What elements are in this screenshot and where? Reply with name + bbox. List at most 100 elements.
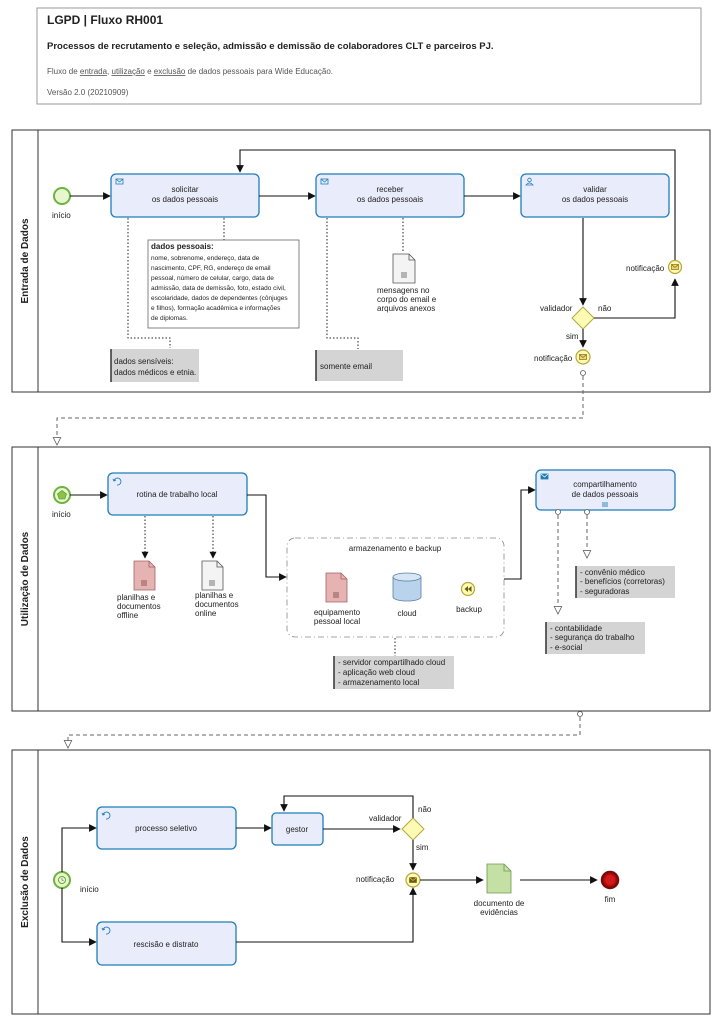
notification-event-bottom: notificação: [534, 349, 591, 365]
envelope-icon: [579, 354, 587, 360]
svg-text:escolaridade, dados de depende: escolaridade, dados de dependentes (cônj…: [151, 295, 288, 302]
svg-text:arquivos anexos: arquivos anexos: [377, 304, 435, 313]
pool-utilizacao: Utilização de Dados início rotina de tra…: [11, 446, 711, 712]
svg-text:dados médicos e etnia.: dados médicos e etnia.: [114, 368, 196, 377]
svg-text:somente email: somente email: [320, 362, 372, 371]
svg-text:gestor: gestor: [286, 825, 309, 834]
database-cloud: cloud: [392, 572, 422, 618]
multi-instance-icon: [602, 502, 608, 507]
page-subtitle: Processos de recrutamento e seleção, adm…: [47, 41, 494, 52]
svg-text:- contabilidade: - contabilidade: [550, 624, 603, 633]
svg-text:e filhos), formação acadêmica: e filhos), formação acadêmica e informaç…: [151, 305, 281, 312]
svg-text:corpo do email e: corpo do email e: [377, 295, 437, 304]
svg-text:armazenamento e backup: armazenamento e backup: [349, 544, 442, 553]
label-sim-entrada: sim: [566, 332, 579, 341]
note-armazenamento: - servidor compartilhado cloud - aplicaç…: [333, 656, 454, 689]
header-box: LGPD | Fluxo RH001 Processos de recrutam…: [36, 7, 702, 105]
svg-text:os dados pessoais: os dados pessoais: [357, 195, 423, 204]
svg-text:notificação: notificação: [356, 875, 395, 884]
svg-text:compartilhamento: compartilhamento: [573, 480, 637, 489]
task-rescisao-distrato[interactable]: rescisão e distrato: [96, 921, 237, 966]
svg-text:- aplicação web cloud: - aplicação web cloud: [338, 668, 415, 677]
annotation-dados-pessoais: dados pessoais: nome, sobrenome, endereç…: [147, 239, 300, 329]
doc-planilhas-offline: planilhas e documentos offline: [117, 560, 161, 620]
svg-text:- servidor compartilhado cloud: - servidor compartilhado cloud: [338, 658, 445, 667]
svg-text:receber: receber: [376, 185, 403, 194]
svg-text:solicitar: solicitar: [171, 185, 198, 194]
task-validar-dados[interactable]: validar os dados pessoais: [520, 173, 670, 218]
envelope-icon: [409, 877, 417, 883]
svg-text:planilhas e: planilhas e: [195, 591, 234, 600]
rewind-icon: [464, 586, 472, 592]
svg-text:rotina de trabalho local: rotina de trabalho local: [137, 490, 218, 499]
note-compartilhamento-1: - convênio médico - benefícios (corretor…: [575, 566, 675, 598]
svg-text:documento de: documento de: [474, 899, 525, 908]
refresh-icon: [101, 811, 111, 820]
svg-text:equipamento: equipamento: [314, 608, 361, 617]
notification-event-top: notificação: [626, 259, 683, 275]
doc-equipamento-pessoal: equipamento pessoal local: [314, 572, 361, 626]
svg-text:offline: offline: [117, 611, 139, 620]
svg-text:notificação: notificação: [626, 264, 665, 273]
svg-text:validar: validar: [583, 185, 607, 194]
svg-text:nascimento, CPF, RG, endereço: nascimento, CPF, RG, endereço de email: [151, 265, 271, 272]
svg-text:- armazenamento local: - armazenamento local: [338, 678, 420, 687]
pool-exclusao: Exclusão de Dados início processo seleti…: [11, 749, 711, 1015]
pool-entrada: Entrada de Dados início solicitar os dad…: [11, 129, 711, 393]
page-title: LGPD | Fluxo RH001: [47, 13, 163, 27]
page-version: Versão 2.0 (20210909): [47, 88, 129, 97]
svg-text:mensagens no: mensagens no: [377, 286, 430, 295]
svg-text:documentos: documentos: [117, 602, 161, 611]
svg-text:documentos: documentos: [195, 600, 239, 609]
task-gestor[interactable]: gestor: [271, 812, 324, 846]
note-compartilhamento-2: - contabilidade - segurança do trabalho …: [545, 622, 645, 654]
label-nao-exclusao: não: [418, 805, 432, 814]
envelope-icon: [320, 178, 329, 185]
note-dados-sensiveis: dados sensíveis: dados médicos e etnia.: [110, 349, 199, 382]
start-label-utilizacao: início: [52, 510, 71, 519]
task-rotina-trabalho-local[interactable]: rotina de trabalho local: [107, 472, 248, 516]
start-event-exclusao: [53, 871, 71, 889]
svg-text:- convênio médico: - convênio médico: [580, 568, 645, 577]
backup-event: backup: [456, 581, 482, 614]
lane-title-exclusao: Exclusão de Dados: [20, 836, 31, 928]
svg-text:processo seletivo: processo seletivo: [135, 824, 197, 833]
start-event-utilizacao: [53, 486, 71, 504]
doc-mensagens-email: mensagens no corpo do email e arquivos a…: [377, 253, 437, 313]
svg-text:- e-social: - e-social: [550, 643, 583, 652]
start-event-entrada: [53, 187, 71, 205]
svg-text:- seguradoras: - seguradoras: [580, 587, 629, 596]
lane-title-utilizacao: Utilização de Dados: [20, 531, 31, 626]
task-processo-seletivo[interactable]: processo seletivo: [96, 806, 237, 850]
task-solicitar-dados[interactable]: solicitar os dados pessoais: [110, 173, 260, 218]
page-description: Fluxo de entrada, utilização e exclusão …: [47, 67, 333, 76]
svg-text:de diplomas.: de diplomas.: [151, 315, 188, 322]
svg-text:os dados pessoais: os dados pessoais: [152, 195, 218, 204]
user-icon: [525, 177, 534, 186]
envelope-icon: [671, 264, 679, 270]
svg-text:evidências: evidências: [480, 908, 518, 917]
svg-text:pessoal local: pessoal local: [314, 617, 360, 626]
svg-text:de dados pessoais: de dados pessoais: [572, 490, 639, 499]
svg-text:- benefícios (corretoras): - benefícios (corretoras): [580, 577, 665, 586]
start-label-exclusao: início: [80, 885, 99, 894]
svg-text:rescisão e distrato: rescisão e distrato: [134, 940, 199, 949]
refresh-icon: [112, 477, 122, 486]
note-somente-email: somente email: [315, 350, 403, 381]
lane-title-entrada: Entrada de Dados: [20, 218, 31, 303]
svg-text:validador: validador: [369, 814, 402, 823]
task-receber-dados[interactable]: receber os dados pessoais: [315, 173, 465, 218]
doc-evidencias: documento de evidências: [474, 863, 525, 917]
svg-text:online: online: [195, 609, 217, 618]
task-compartilhamento-dados[interactable]: compartilhamento de dados pessoais: [535, 469, 676, 511]
svg-text:notificação: notificação: [534, 354, 573, 363]
refresh-icon: [101, 926, 111, 935]
svg-text:backup: backup: [456, 605, 482, 614]
svg-text:os dados pessoais: os dados pessoais: [562, 195, 628, 204]
svg-text:cloud: cloud: [397, 609, 416, 618]
label-nao-entrada: não: [598, 304, 612, 313]
envelope-icon: [115, 178, 124, 185]
envelope-icon: [540, 473, 549, 480]
svg-text:planilhas e: planilhas e: [117, 593, 156, 602]
label-sim-exclusao: sim: [416, 843, 429, 852]
